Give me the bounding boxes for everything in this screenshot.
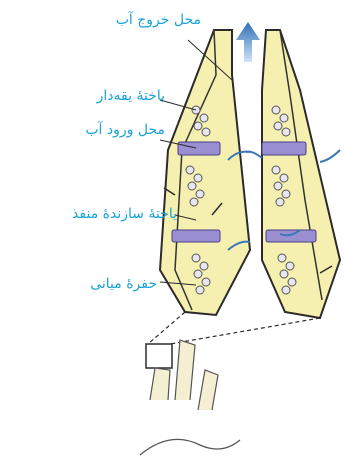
label-water-exit: محل خروج آب — [116, 12, 201, 28]
label-central-cavity: حفرهٔ میانی — [90, 276, 157, 292]
zoom-lines — [148, 312, 320, 344]
left-sponge-wall — [160, 30, 250, 315]
sponge-organism — [140, 340, 240, 455]
right-sponge-wall — [262, 30, 340, 318]
label-pore-cell: یاختهٔ سازندهٔ منفذ — [72, 206, 177, 222]
label-water-entry: محل ورود آب — [85, 122, 165, 138]
label-collar-cell: یاختهٔ یقه‌دار — [97, 88, 165, 104]
up-arrow-icon — [236, 22, 260, 62]
